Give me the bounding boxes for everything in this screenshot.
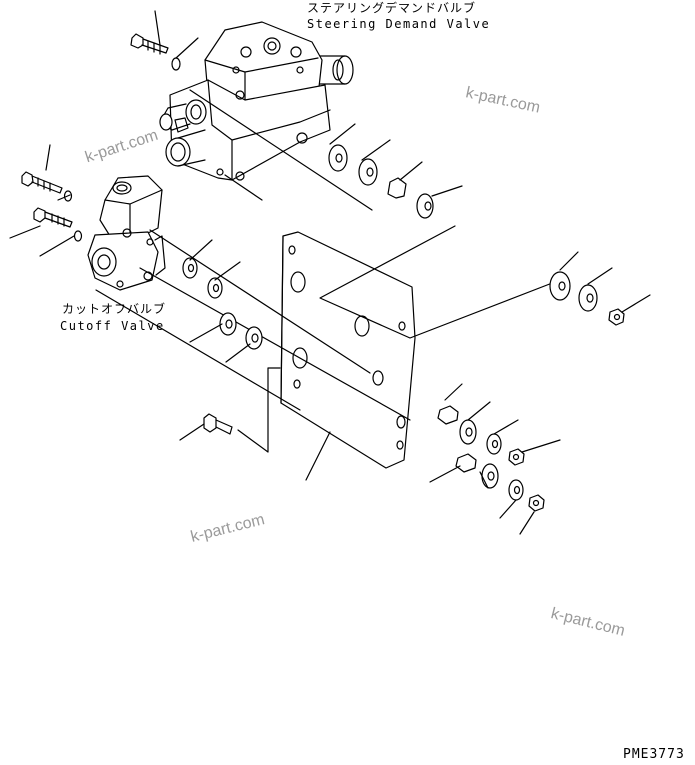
washer-lower-3 [482, 464, 498, 488]
spacer-lower-1 [438, 406, 458, 424]
spacer-sv [388, 178, 406, 198]
steering-valve-label-en: Steering Demand Valve [307, 17, 491, 31]
washer-cv-3 [220, 313, 236, 335]
bolt-bracket [204, 414, 232, 434]
cutoff-valve [88, 176, 165, 290]
washer-lower-4 [509, 480, 523, 500]
washer-right-2 [579, 285, 597, 311]
drawing-code: PME3773 [623, 747, 685, 762]
washer-top [172, 58, 180, 70]
washer-sv-2 [359, 159, 377, 185]
bolt-top [131, 34, 168, 54]
nut-lower-1 [509, 449, 524, 465]
washer-lower-1 [460, 420, 476, 444]
spacer-lower-2 [456, 454, 476, 472]
steering-demand-valve [160, 22, 353, 180]
cutoff-valve-label-en: Cutoff Valve [60, 319, 165, 333]
washer-lower-2 [487, 434, 501, 454]
washer-cv-2 [208, 278, 222, 298]
washer-sv-3 [417, 194, 433, 218]
washer-cv-1 [183, 258, 197, 278]
mounting-bracket [281, 232, 415, 468]
washer-right-1 [550, 272, 570, 300]
nut-right [609, 309, 624, 325]
washer-sv-1 [329, 145, 347, 171]
cutoff-valve-label-jp: カットオフバルブ [62, 302, 167, 316]
bolt-cutoff-upper [22, 172, 62, 193]
nut-lower-2 [529, 495, 544, 511]
steering-valve-label-jp: ステアリングデマンドバルブ [307, 1, 477, 15]
bolt-cutoff-lower [34, 208, 72, 227]
washer-cutoff-lower [75, 231, 82, 241]
